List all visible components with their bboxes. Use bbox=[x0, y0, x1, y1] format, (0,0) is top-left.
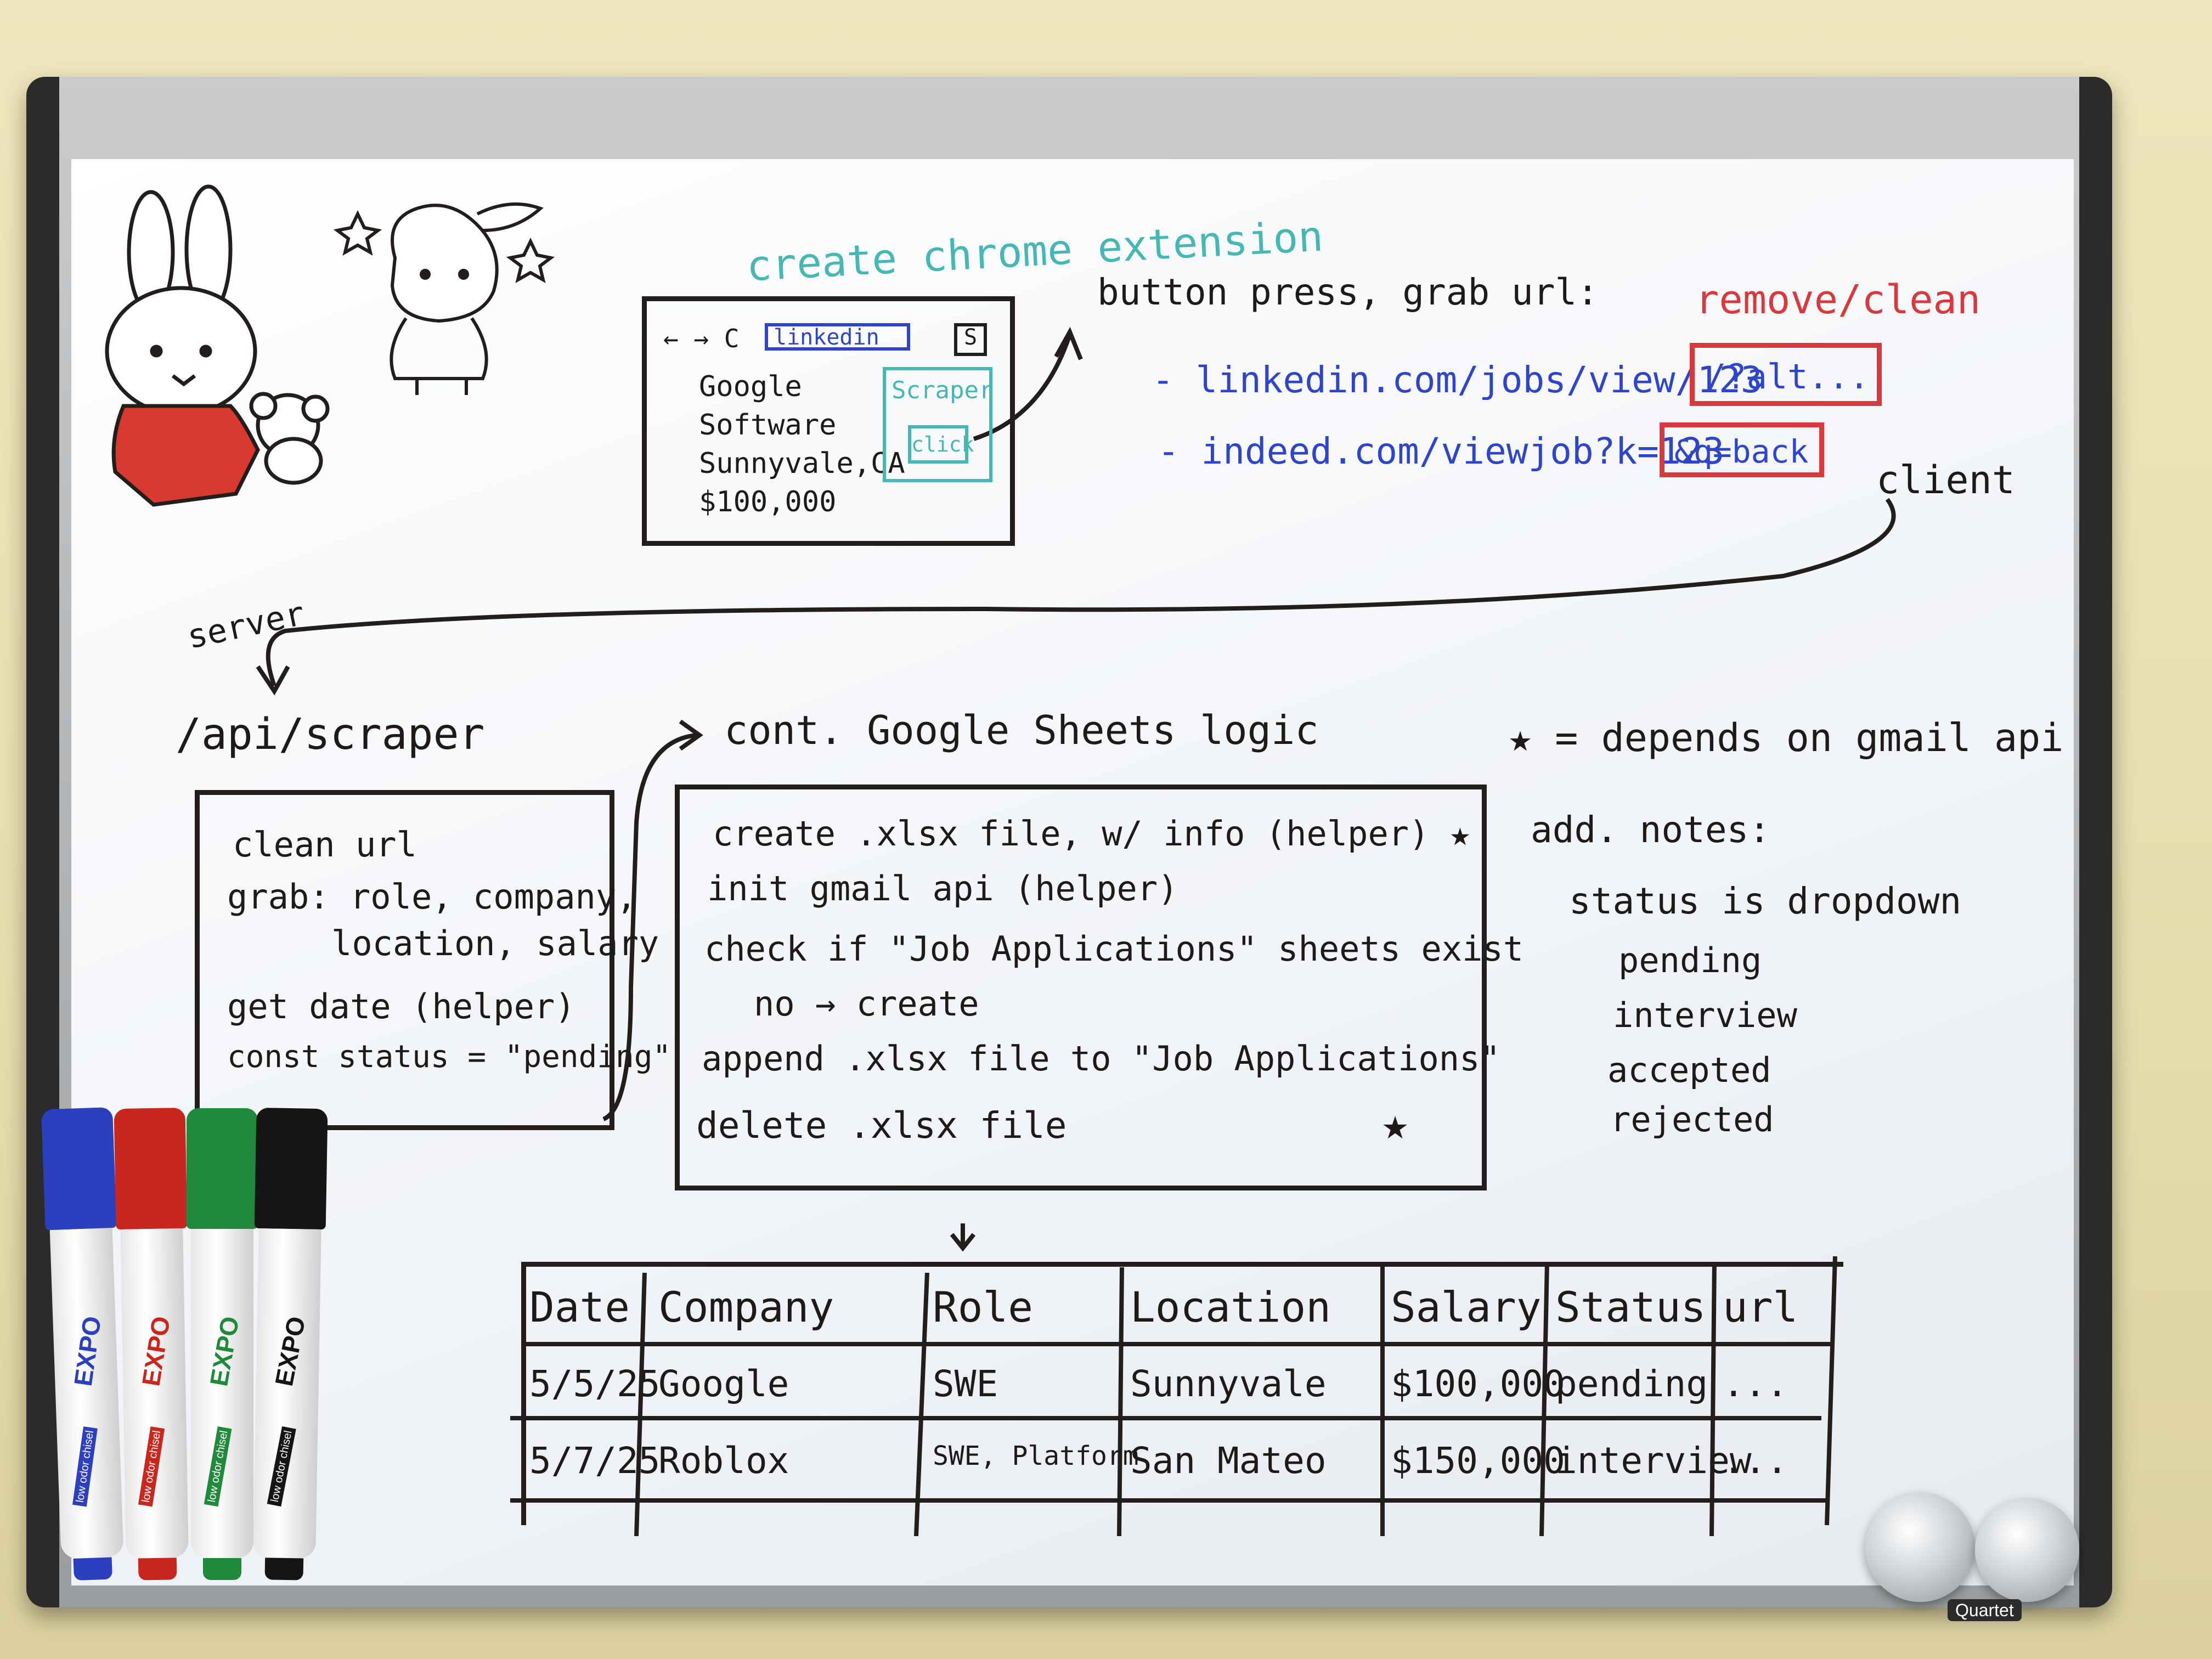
whiteboard-surface bbox=[71, 159, 2074, 1585]
table-cell: $150,000 bbox=[1391, 1440, 1565, 1482]
indeed-url: - indeed.com/viewjob?k=123 bbox=[1158, 430, 1725, 472]
status-option: pending bbox=[1618, 940, 1762, 980]
marker-cap bbox=[187, 1108, 258, 1229]
job-table bbox=[521, 1262, 1843, 1525]
api-line: const status = "pending" bbox=[227, 1039, 672, 1075]
marker-end bbox=[138, 1558, 177, 1581]
client-to-server-curve bbox=[266, 498, 1896, 687]
table-header-cell: Location bbox=[1130, 1283, 1331, 1331]
api-line: clean url bbox=[233, 825, 417, 865]
table-cell: San Mateo bbox=[1130, 1440, 1327, 1482]
star-icon: ★ bbox=[1382, 1098, 1409, 1149]
status-option: interview bbox=[1613, 995, 1797, 1035]
remove-clean-label: remove/clean bbox=[1695, 276, 1981, 323]
sheets-line: init gmail api (helper) bbox=[707, 868, 1178, 909]
arrowhead bbox=[1054, 326, 1083, 360]
sheets-logic-title: cont. Google Sheets logic bbox=[724, 707, 1319, 753]
sheets-line: no → create bbox=[754, 984, 979, 1024]
api-line: location, salary bbox=[331, 923, 659, 963]
table-cell: Google bbox=[658, 1363, 789, 1405]
table-header-cell: Status bbox=[1555, 1283, 1706, 1331]
arrowhead bbox=[256, 665, 290, 696]
table-header-cell: Salary bbox=[1391, 1283, 1542, 1331]
table-cell: 5/5/25 bbox=[529, 1363, 661, 1405]
linkedin-url: - linkedin.com/jobs/view/123 bbox=[1152, 359, 1763, 401]
bunny-with-bear-drawing bbox=[105, 184, 330, 507]
marker-end bbox=[203, 1558, 241, 1580]
browser-mockup: ← → C linkedin S Google Software Sunnyva… bbox=[642, 296, 1015, 546]
table-cell: ... bbox=[1723, 1440, 1788, 1482]
button-press-note: button press, grab url: bbox=[1097, 271, 1599, 313]
table-header-cell: Company bbox=[658, 1283, 834, 1331]
table-cell: 5/7/25 bbox=[529, 1440, 661, 1482]
sheets-line: append .xlsx file to "Job Applications" bbox=[702, 1039, 1500, 1079]
api-to-sheets-arrow bbox=[602, 733, 697, 1121]
status-option: accepted bbox=[1607, 1050, 1771, 1090]
scraper-click-button[interactable]: click bbox=[908, 425, 974, 464]
board-brand-label: Quartet bbox=[1948, 1599, 2022, 1621]
marker-cap bbox=[254, 1107, 328, 1230]
table-header-cell: Date bbox=[529, 1283, 630, 1331]
api-scraper-title: /api/scraper bbox=[176, 710, 485, 759]
browser-line: Google bbox=[699, 370, 802, 403]
browser-line: Software bbox=[699, 409, 837, 442]
marker-cap bbox=[41, 1107, 117, 1231]
client-label: client bbox=[1876, 458, 2015, 503]
browser-line: Sunnyvale,CA bbox=[699, 447, 905, 480]
sheets-line: create .xlsx file, w/ info (helper) ★ bbox=[713, 814, 1471, 854]
indeed-removed-part: &q=back bbox=[1660, 422, 1824, 477]
table-header-cell: Role bbox=[933, 1283, 1034, 1331]
notes-line: status is dropdown bbox=[1569, 880, 1962, 922]
api-line: get date (helper) bbox=[227, 986, 575, 1026]
sheets-to-table-arrow bbox=[950, 1223, 976, 1252]
browser-tab: linkedin bbox=[765, 323, 910, 351]
table-header-cell: url bbox=[1723, 1283, 1798, 1331]
marker-end bbox=[264, 1558, 304, 1581]
linkedin-removed-part: /?alt... bbox=[1690, 343, 1882, 406]
magnet[interactable] bbox=[1975, 1498, 2079, 1602]
marker-cap bbox=[114, 1107, 188, 1230]
api-line: grab: role, company, bbox=[227, 877, 637, 917]
status-option: rejected bbox=[1610, 1099, 1774, 1139]
sheets-logic-box: create .xlsx file, w/ info (helper) ★ in… bbox=[675, 785, 1523, 1190]
puppy-character-drawing bbox=[333, 202, 555, 395]
table-cell: Roblox bbox=[658, 1440, 789, 1482]
extension-icon: S bbox=[954, 323, 987, 356]
table-cell: ... bbox=[1723, 1363, 1788, 1405]
star-legend: ★ = depends on gmail api bbox=[1509, 715, 2064, 760]
marker-end bbox=[73, 1557, 112, 1581]
marker-barrel bbox=[253, 1228, 321, 1559]
sheets-line: check if "Job Applications" sheets exist bbox=[704, 929, 1524, 969]
browser-line: $100,000 bbox=[699, 486, 837, 518]
marker-barrel bbox=[191, 1229, 253, 1558]
extension-popup: Scraper click bbox=[883, 367, 994, 482]
table-cell: Sunnyvale bbox=[1130, 1363, 1327, 1405]
browser-nav-icons: ← → C bbox=[663, 324, 740, 353]
table-cell: SWE bbox=[933, 1363, 998, 1405]
arrowhead bbox=[679, 719, 703, 751]
marker-barrel bbox=[49, 1228, 124, 1559]
table-cell: $100,000 bbox=[1391, 1363, 1565, 1405]
table-cell: pending bbox=[1555, 1363, 1708, 1405]
marker-barrel bbox=[120, 1228, 189, 1559]
popup-title: Scraper bbox=[891, 376, 994, 404]
sheets-line: delete .xlsx file bbox=[696, 1104, 1067, 1147]
table-cell: SWE, Platform bbox=[933, 1441, 1139, 1471]
magnet[interactable] bbox=[1865, 1492, 1975, 1602]
api-scraper-box: clean url grab: role, company, location,… bbox=[195, 790, 671, 1130]
table-cell: interview bbox=[1555, 1440, 1752, 1482]
notes-title: add. notes: bbox=[1531, 809, 1771, 851]
